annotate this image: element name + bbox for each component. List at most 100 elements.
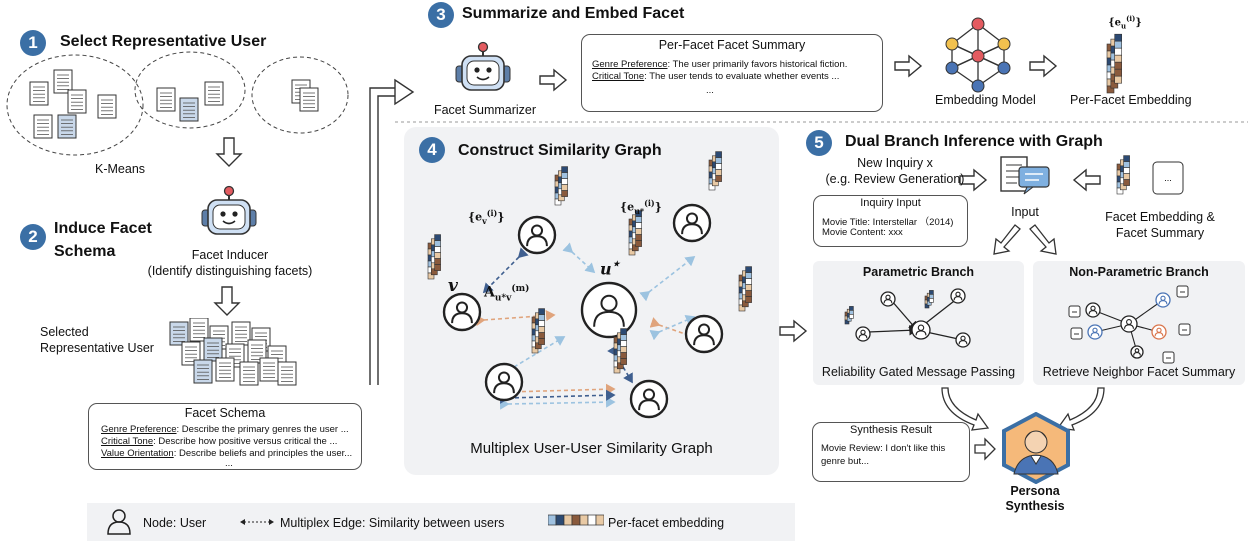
summary-card-icon [1178, 323, 1191, 336]
merge-arrow-icon [941, 387, 990, 431]
document-icon [67, 89, 87, 114]
facet-emb-summary-label-1: Facet Embedding & [1105, 210, 1215, 224]
document-icon [259, 357, 279, 382]
user-node-icon [684, 314, 724, 354]
branch-arrow-icon [1029, 224, 1057, 255]
document-icon [189, 318, 209, 342]
right-arrow-icon [779, 319, 808, 343]
persona-label-1: Persona [1010, 484, 1060, 498]
step-4-title: Construct Similarity Graph [458, 142, 662, 159]
embedding-stack-icon [427, 234, 441, 280]
step-3-title: Summarize and Embed Facet [462, 5, 685, 22]
right-arrow-icon [539, 68, 568, 92]
facet-schema-box: Facet Schema Genre Preference: Describe … [88, 403, 362, 470]
synthesis-line-2: genre but... [821, 456, 870, 467]
similarity-edge [607, 345, 633, 384]
user-node-icon [1087, 324, 1103, 340]
step-5-title: Dual Branch Inference with Graph [845, 133, 1103, 150]
movie-title: Movie Title: Interstellar （2014) [822, 217, 954, 228]
user-node-icon [950, 288, 966, 304]
parametric-graph [844, 288, 971, 348]
embedding-cell [563, 514, 573, 526]
non-parametric-branch-caption: Retrieve Neighbor Facet Summary [1042, 365, 1236, 379]
non-parametric-graph [1068, 285, 1191, 364]
document-icon [29, 81, 49, 106]
document-icon [277, 361, 297, 386]
synthesis-line-1: Movie Review: I don't like this [821, 443, 946, 454]
user-node-icon [1085, 302, 1101, 318]
embedding-stack-icon [1116, 155, 1130, 195]
non-parametric-branch-title: Non-Parametric Branch [1069, 265, 1209, 279]
embedding-cell [548, 514, 557, 526]
step-2-title-line1: Induce Facet [54, 220, 152, 237]
per-facet-embedding-icon [1106, 33, 1122, 94]
embedding-stack-icon [844, 306, 854, 325]
right-arrow-icon [394, 78, 415, 106]
embedding-cell [571, 514, 581, 526]
facet-schema-title: Facet Schema [184, 406, 266, 420]
cluster-3 [251, 56, 349, 134]
user-node-icon [955, 332, 971, 348]
facet-inducer-desc: (Identify distinguishing facets) [147, 264, 313, 278]
user-node-icon [107, 509, 131, 535]
user-node-icon [1155, 292, 1171, 308]
graph-caption: Multiplex User-User Similarity Graph [470, 440, 713, 457]
document-icon [179, 97, 199, 122]
embedding-stack-icon [1106, 33, 1122, 94]
inquiry-input-title: Inquiry Input [860, 197, 921, 209]
persona-avatar-icon [1002, 412, 1070, 484]
node-v-label: v [448, 276, 458, 296]
kmeans-label: K-Means [95, 162, 146, 176]
user-node-icon [629, 379, 669, 419]
representative-user-documents [169, 318, 297, 386]
document-icon [203, 337, 223, 362]
document-icon [156, 87, 176, 112]
down-arrow-icon [213, 286, 241, 316]
schema-row: Genre Preference: Describe the primary g… [101, 424, 349, 435]
document-icon [193, 359, 213, 384]
movie-content: Movie Content: xxx [822, 227, 903, 238]
neighbor-embedding-symbol: {ev(i)} [468, 208, 505, 226]
embedding-stack-icon [554, 166, 568, 206]
user-node-icon [442, 292, 482, 332]
schema-ellipsis: ... [225, 458, 233, 469]
step-1-badge: 1 [20, 30, 46, 56]
step-1-title: Select Representative User [60, 33, 267, 50]
embedding-model-label: Embedding Model [935, 93, 1036, 107]
similarity-edge [649, 315, 696, 341]
new-inquiry-label: New Inquiry x [857, 156, 933, 170]
user-node-icon [911, 320, 931, 340]
legend [87, 503, 795, 541]
embedding-cell [587, 514, 597, 526]
document-icon [215, 357, 235, 382]
step-2-title-line2: Schema [54, 243, 116, 260]
branch-arrow-icon [993, 224, 1021, 255]
adjacency-label: Au*v(m) [484, 284, 530, 304]
similarity-edge [499, 383, 616, 398]
user-node-icon [580, 281, 638, 339]
embedding-cell [595, 514, 604, 526]
multiplex-edge-icon [240, 519, 274, 525]
legend-node: Node: User [143, 516, 207, 530]
facet-emb-summary-label-2: Facet Summary [1115, 226, 1205, 240]
summary-card-icon [1068, 305, 1081, 318]
left-arrow-icon [1072, 168, 1101, 192]
user-node-icon [1151, 324, 1167, 340]
embedding-symbol: {eu(i)} [1108, 14, 1142, 31]
per-facet-embedding-label: Per-Facet Embedding [1070, 93, 1192, 107]
user-node-icon [484, 362, 524, 402]
right-arrow-icon [974, 437, 996, 461]
similarity-edge [562, 242, 596, 274]
embedding-cell [555, 514, 565, 526]
schema-row: Value Orientation: Describe beliefs and … [101, 448, 353, 459]
user-documents [29, 69, 319, 139]
parametric-branch-caption: Reliability Gated Message Passing [821, 365, 1016, 379]
similarity-edge [499, 396, 616, 410]
step-5-badge: 5 [806, 130, 832, 156]
step-2-badge: 2 [20, 224, 46, 250]
user-node-icon [517, 215, 557, 255]
summary-card-icon [1176, 285, 1189, 298]
target-embedding-symbol: {eu*(i)} [620, 198, 662, 216]
cluster-1 [6, 54, 144, 156]
